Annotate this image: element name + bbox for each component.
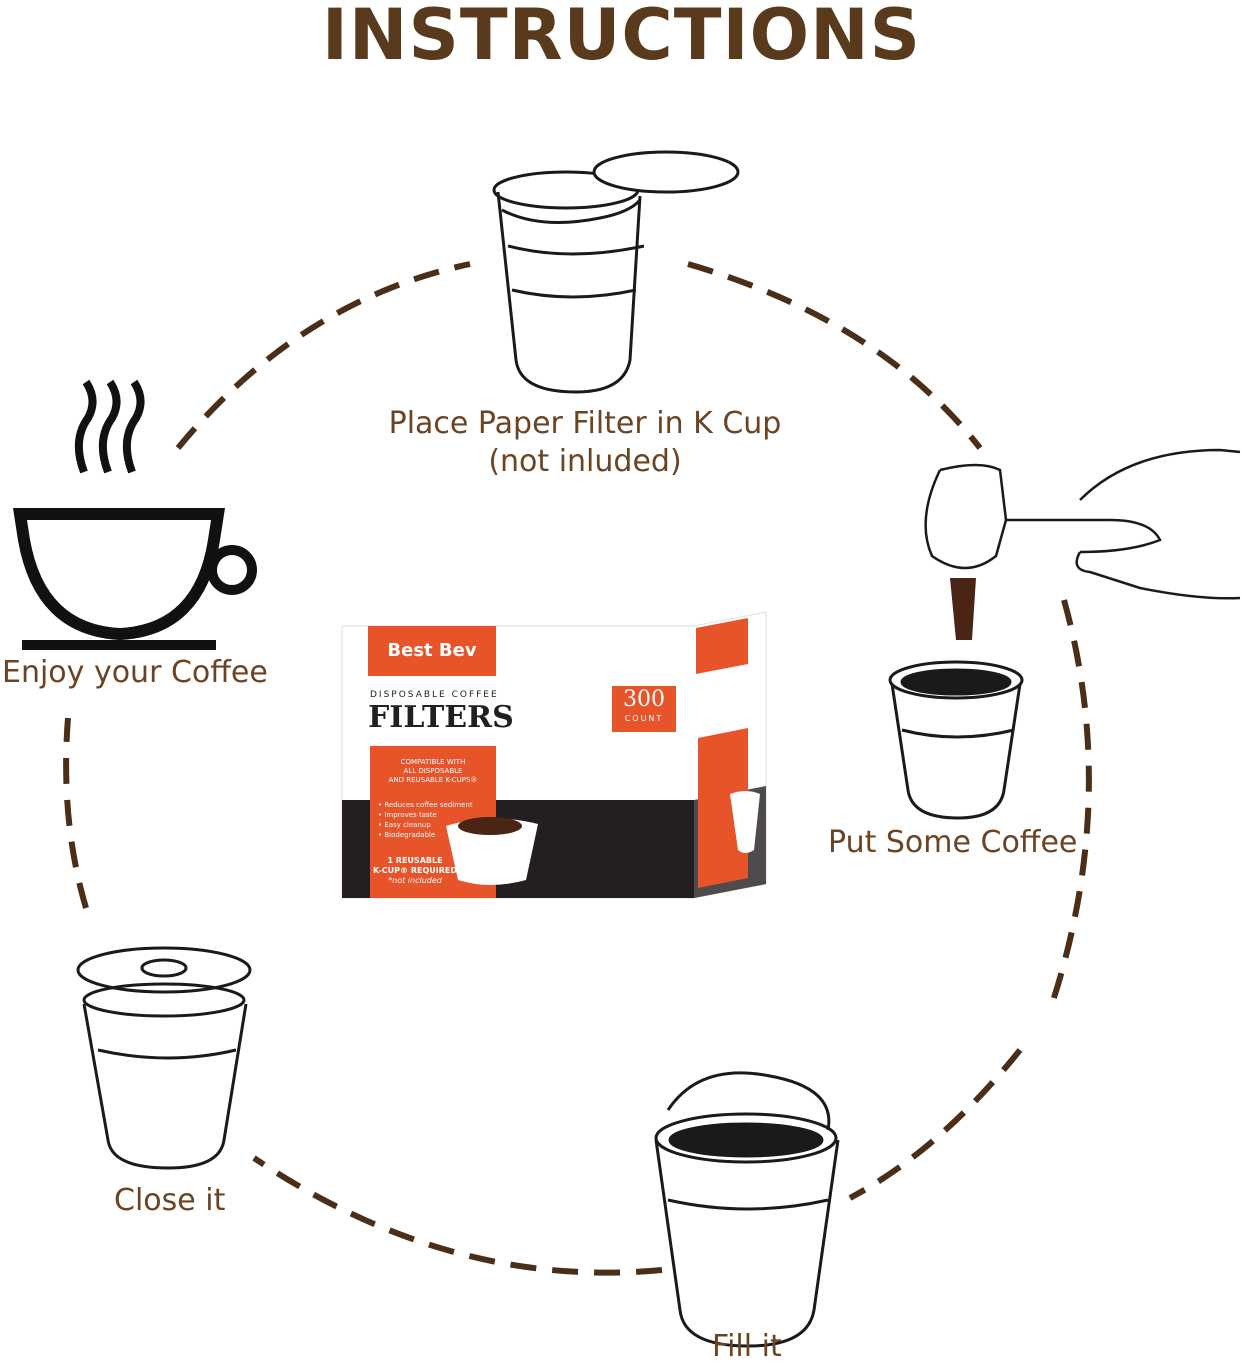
product-bullets: • Reduces coffee sediment• Improves tast… xyxy=(378,801,473,839)
product-name: FILTERS xyxy=(368,700,514,735)
step-label-place-filter: Place Paper Filter in K Cup (not inluded… xyxy=(388,406,782,479)
product-count-unit: COUNT xyxy=(624,714,664,723)
product-count: 300 xyxy=(623,687,665,712)
closed-cup-icon xyxy=(76,946,252,1170)
step-label-put-coffee: Put Some Coffee xyxy=(828,825,1078,860)
page-title: INSTRUCTIONS xyxy=(321,0,922,76)
brand-label: Best Bev xyxy=(387,640,477,661)
filled-cup-icon xyxy=(654,1071,840,1348)
product-subtitle: DISPOSABLE COFFEE xyxy=(370,690,499,700)
cup-with-coffee-icon xyxy=(888,660,1024,820)
step-label-fill: Fill it xyxy=(712,1329,782,1364)
coffee-cup-steam-icon xyxy=(13,379,257,650)
coffee-scoop-icon xyxy=(924,448,1241,600)
coffee-stream xyxy=(950,578,976,640)
step-label-close: Close it xyxy=(114,1183,226,1218)
dashed-cycle-arrow xyxy=(63,261,1092,1276)
product-box xyxy=(341,611,767,899)
cup-with-filter-icon xyxy=(492,150,740,394)
step-label-enjoy: Enjoy your Coffee xyxy=(2,655,268,690)
